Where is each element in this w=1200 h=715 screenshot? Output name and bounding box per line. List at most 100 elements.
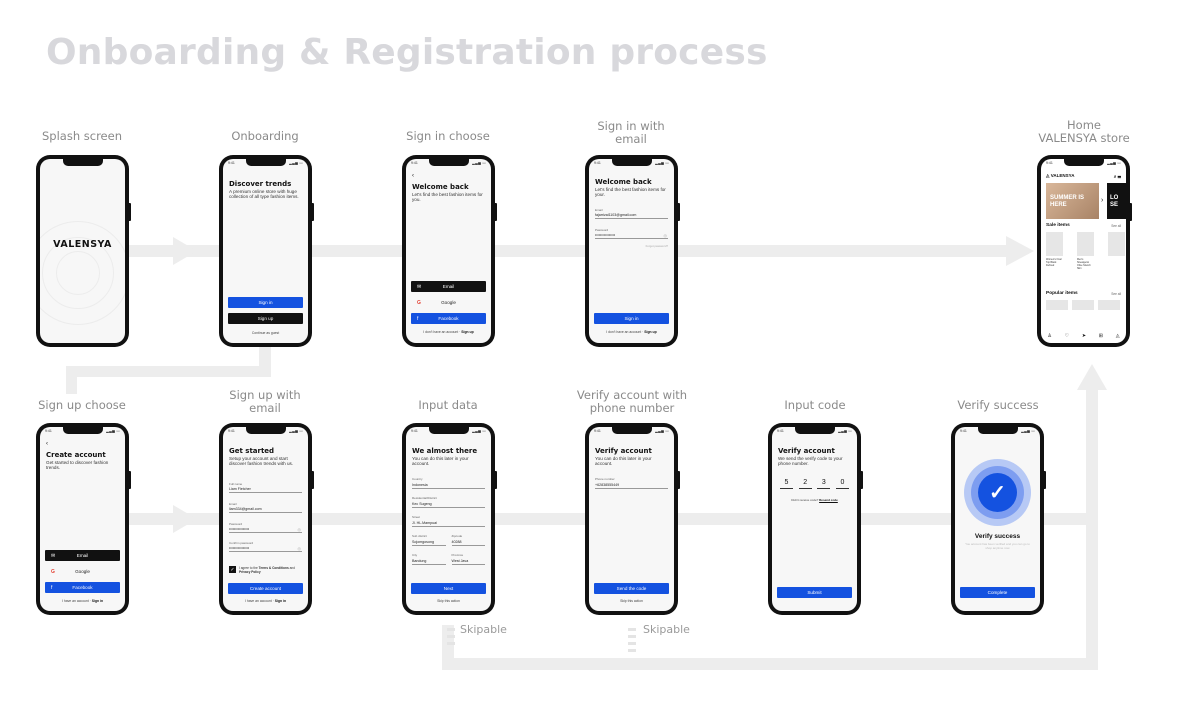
skip-link[interactable]: Skip this action bbox=[620, 599, 643, 603]
terms-checkbox[interactable]: ✓ bbox=[229, 566, 236, 573]
skip-dash bbox=[447, 642, 455, 645]
verify-text: You can do this later in your account. bbox=[595, 456, 652, 467]
street-field[interactable]: Jl. HL.Mampuai bbox=[412, 521, 485, 527]
skip-dash bbox=[628, 635, 636, 638]
signin-link[interactable]: Sign in bbox=[91, 599, 104, 603]
email-field[interactable]: fajarrizal1103@gmail.com bbox=[595, 213, 668, 219]
province-field[interactable]: West Java bbox=[451, 559, 485, 565]
grid-icon[interactable]: ⊞ bbox=[1098, 333, 1103, 339]
code-digit[interactable]: 2 bbox=[798, 479, 812, 489]
password-field[interactable]: •••••••••••••••• bbox=[229, 527, 302, 533]
terms-link[interactable]: Terms & Conditions bbox=[258, 566, 289, 570]
label-signup-email: Sign up with email bbox=[229, 388, 301, 415]
signup-link[interactable]: Sign up bbox=[644, 330, 657, 334]
send-icon[interactable]: ➤ bbox=[1081, 333, 1087, 339]
see-all-link[interactable]: See all bbox=[1111, 292, 1121, 296]
signin-heading: Welcome back bbox=[412, 183, 469, 191]
sign-up-button[interactable]: Sign up bbox=[228, 313, 303, 324]
brand-logo: VALENSYA bbox=[53, 239, 112, 250]
screen-verify-phone: 9:41▂▃▅ ▭ Verify account You can do this… bbox=[589, 427, 674, 611]
screen-onboarding: 9:41▂▃▅ ▭ Discover trends A premium onli… bbox=[223, 159, 308, 343]
next-button[interactable]: Next bbox=[411, 583, 486, 594]
skip-link[interactable]: Skip this action bbox=[437, 599, 460, 603]
facebook-icon: f bbox=[51, 584, 53, 591]
password-field[interactable]: •••••••••••••••• bbox=[595, 233, 668, 239]
signup-link[interactable]: Sign up bbox=[461, 330, 474, 334]
skip-dash bbox=[628, 628, 636, 631]
tab-bar: ♙ ♡ ➤ ⊞ ◬ bbox=[1041, 333, 1126, 339]
sign-in-button[interactable]: Sign in bbox=[594, 313, 669, 324]
password-label: Password bbox=[595, 228, 609, 232]
forgot-password-link[interactable]: Forgot password? bbox=[645, 244, 668, 248]
district-label: Residential/District bbox=[412, 496, 437, 500]
back-icon[interactable]: ‹ bbox=[46, 441, 48, 447]
submit-button[interactable]: Submit bbox=[777, 587, 852, 598]
zipcode-field[interactable]: 40288 bbox=[451, 540, 485, 546]
search-icon[interactable]: ⌕ bbox=[1113, 173, 1117, 179]
code-digit[interactable]: 0 bbox=[835, 479, 849, 489]
screen-signin-choose: 9:41▂▃▅ ▭ ‹ Welcome back Let's find the … bbox=[406, 159, 491, 343]
label-signup-choose: Sign up choose bbox=[38, 398, 126, 412]
signin-text: Let's find the best fashion items for yo… bbox=[412, 192, 483, 203]
code-digit[interactable]: 5 bbox=[780, 479, 793, 489]
label-onboarding: Onboarding bbox=[231, 129, 299, 143]
product-card[interactable] bbox=[1108, 232, 1125, 256]
bag-icon[interactable]: ◬ bbox=[1115, 333, 1120, 339]
product-card[interactable] bbox=[1072, 300, 1094, 310]
country-field[interactable]: Indonesia bbox=[412, 483, 485, 489]
email-label: Email bbox=[595, 208, 603, 212]
phone-signin-email: 9:41▂▃▅ ▭ Welcome back Let's find the be… bbox=[585, 155, 680, 347]
code-digit[interactable]: 3 bbox=[817, 479, 831, 489]
email-label: Email bbox=[229, 502, 237, 506]
resend-link[interactable]: Resend code bbox=[819, 498, 838, 502]
phone-verify-phone: 9:41▂▃▅ ▭ Verify account You can do this… bbox=[585, 423, 680, 615]
product-card[interactable] bbox=[1098, 300, 1120, 310]
complete-button[interactable]: Complete bbox=[960, 587, 1035, 598]
eye-icon[interactable]: ◎ bbox=[297, 546, 302, 551]
signin-email-heading: Welcome back bbox=[595, 178, 652, 186]
phone-field[interactable]: +62838555449 bbox=[595, 483, 668, 489]
page-title: Onboarding & Registration process bbox=[46, 32, 768, 73]
profile-icon[interactable]: ♙ bbox=[1047, 333, 1052, 339]
phone-input-data: 9:41▂▃▅ ▭ We almost there You can do thi… bbox=[402, 423, 497, 615]
country-label: Country bbox=[412, 477, 423, 481]
sign-in-button[interactable]: Sign in bbox=[228, 297, 303, 308]
skip-dash bbox=[628, 642, 636, 645]
subdistrict-field[interactable]: Sojomgosong bbox=[412, 540, 446, 546]
product-card[interactable] bbox=[1077, 232, 1094, 256]
send-code-button[interactable]: Send the code bbox=[594, 583, 669, 594]
email-field[interactable]: liam334@gmail.com bbox=[229, 507, 302, 513]
continue-guest-link[interactable]: Continue as guest bbox=[251, 331, 280, 335]
chevron-right-icon[interactable]: › bbox=[1101, 197, 1104, 204]
email-button[interactable]: ✉Email bbox=[45, 550, 120, 561]
product-title: Women's Oval Top Black Defined bbox=[1046, 258, 1062, 267]
fullname-field[interactable]: Liam Fletcher bbox=[229, 487, 302, 493]
flow-line-up bbox=[1086, 385, 1098, 670]
product-card[interactable] bbox=[1046, 300, 1068, 310]
heart-icon[interactable]: ♡ bbox=[1064, 333, 1070, 339]
promo-banner[interactable] bbox=[1046, 183, 1099, 219]
city-field[interactable]: Bandung bbox=[412, 559, 446, 565]
email-button[interactable]: ✉Email bbox=[411, 281, 486, 292]
resend-text: Didn't receive code? Resend code bbox=[791, 498, 838, 502]
see-all-link[interactable]: See all bbox=[1111, 224, 1121, 228]
filter-icon[interactable]: ☰ bbox=[1117, 173, 1121, 179]
onboarding-heading: Discover trends bbox=[229, 180, 292, 188]
promo-banner-2[interactable] bbox=[1107, 183, 1126, 219]
district-field[interactable]: Kec Sugeng bbox=[412, 502, 485, 508]
product-card[interactable] bbox=[1046, 232, 1063, 256]
eye-icon[interactable]: ◎ bbox=[663, 233, 668, 238]
flow-connector-across bbox=[66, 366, 271, 377]
privacy-link[interactable]: Privacy Policy bbox=[239, 570, 261, 574]
eye-icon[interactable]: ◎ bbox=[297, 527, 302, 532]
back-icon[interactable]: ‹ bbox=[412, 173, 414, 179]
create-account-button[interactable]: Create account bbox=[228, 583, 303, 594]
signin-footer: I have an account · Sign in bbox=[244, 599, 287, 603]
skip-dash bbox=[447, 635, 455, 638]
signin-link[interactable]: Sign in bbox=[274, 599, 287, 603]
confirm-password-field[interactable]: •••••••••••••••• bbox=[229, 546, 302, 552]
